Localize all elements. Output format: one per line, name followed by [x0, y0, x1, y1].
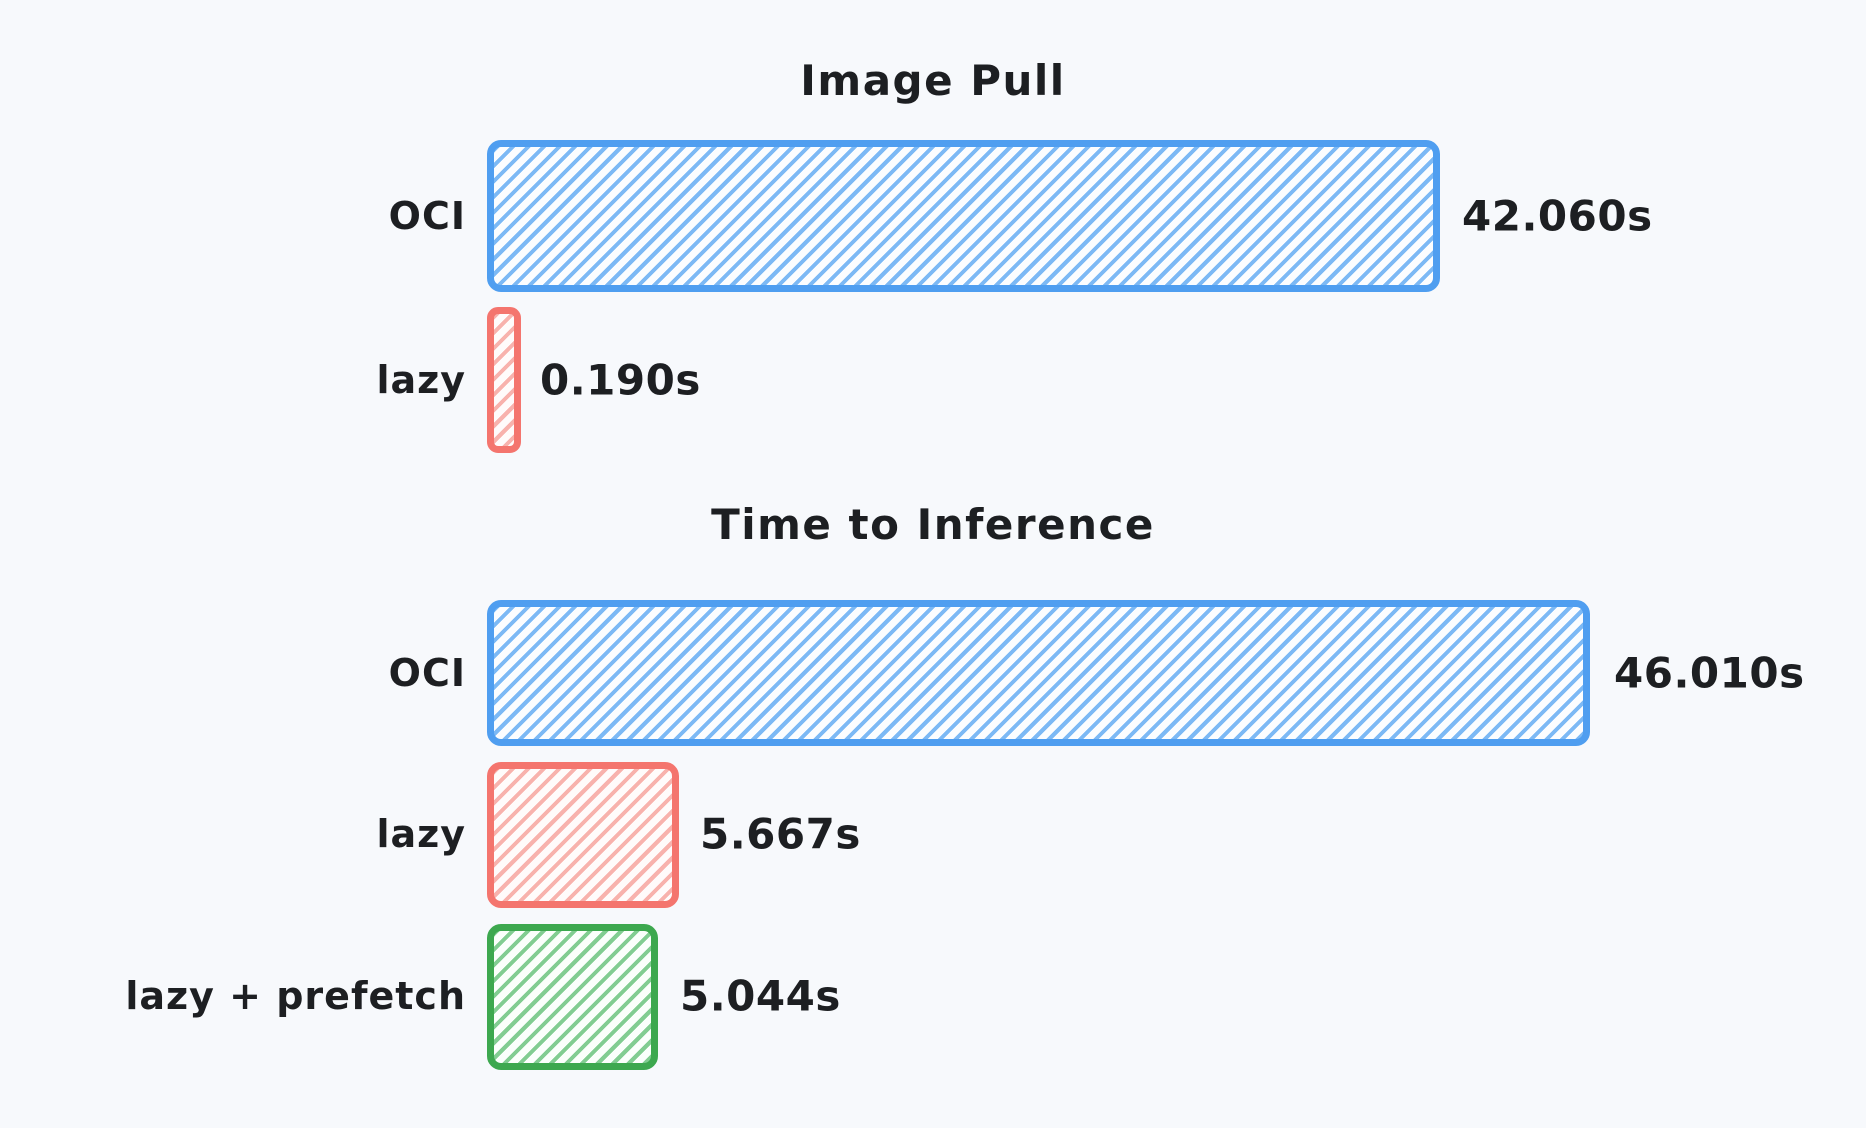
chart-title-image-pull: Image Pull [800, 56, 1066, 105]
bar-value-inference-lazy: 5.667s [700, 809, 861, 859]
chart-title-time-to-inference: Time to Inference [711, 500, 1155, 549]
category-label-oci: OCI [388, 651, 466, 695]
category-label-lazy: lazy [376, 358, 466, 402]
bar-inference-oci [487, 600, 1590, 746]
category-label-oci: OCI [388, 194, 466, 238]
bar-image-pull-lazy [487, 307, 521, 453]
bar-inference-lazy-prefetch [487, 924, 658, 1070]
bar-value-image-pull-lazy: 0.190s [540, 355, 701, 405]
bar-inference-lazy [487, 762, 679, 908]
bar-value-inference-oci: 46.010s [1614, 648, 1805, 698]
category-label-lazy-prefetch: lazy + prefetch [125, 974, 466, 1018]
bar-image-pull-oci [487, 140, 1440, 292]
category-label-lazy: lazy [376, 812, 466, 856]
bar-value-inference-lazy-prefetch: 5.044s [680, 971, 841, 1021]
panel-image-pull: OCI 42.060s lazy 0.190s [0, 110, 1866, 470]
bar-value-image-pull-oci: 42.060s [1462, 191, 1653, 241]
panel-time-to-inference: OCI 46.010s lazy 5.667s lazy + prefetch … [0, 560, 1866, 1120]
